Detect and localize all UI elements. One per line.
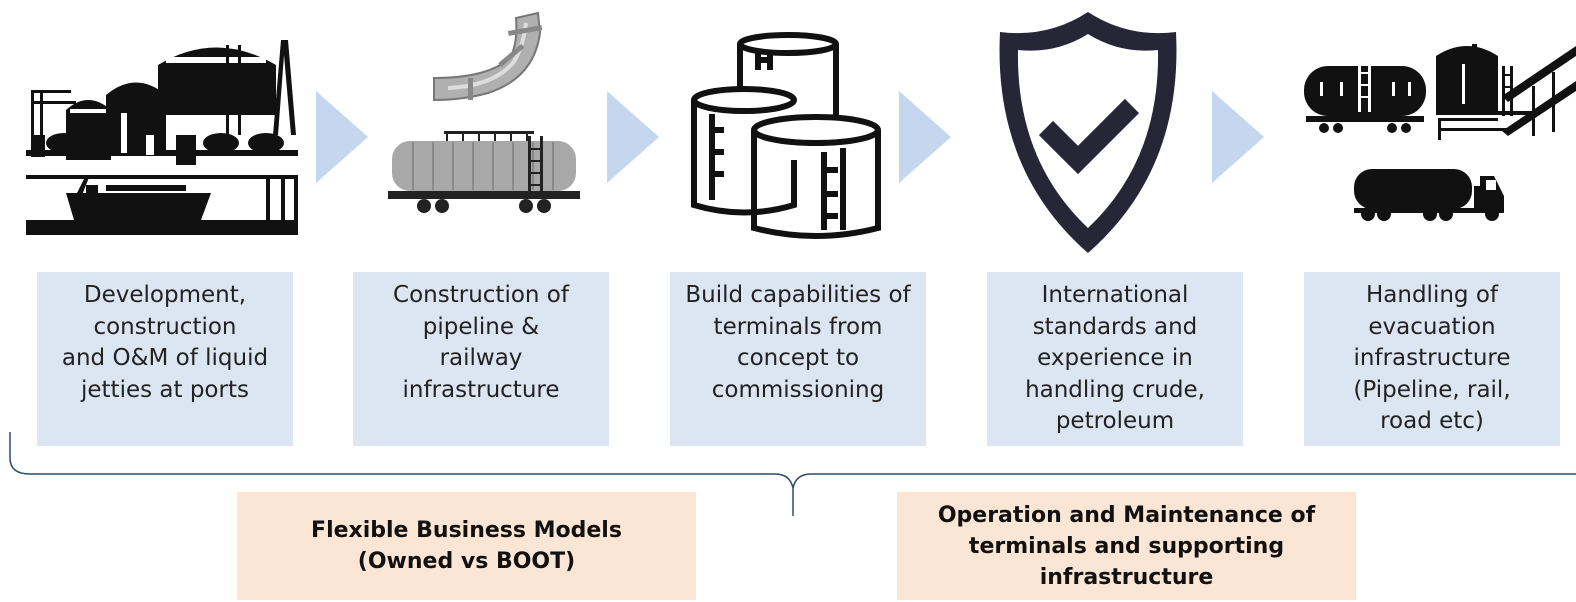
bottom-label-right: Operation and Maintenance of terminals a…	[937, 502, 1316, 590]
bottom-label-left: Flexible Business Models (Owned vs BOOT)	[311, 518, 622, 574]
step-box-4: International standards and experience i…	[987, 272, 1243, 446]
flow-arrow-1	[316, 91, 368, 187]
storage-tanks-icon	[688, 30, 884, 245]
flow-arrow-2	[607, 91, 659, 187]
bottom-box-business-models: Flexible Business Models (Owned vs BOOT)	[237, 492, 696, 600]
step-box-5: Handling of evacuation infrastructure (P…	[1304, 272, 1560, 446]
step-label: International standards and experience i…	[1025, 282, 1205, 434]
flow-arrow-3	[899, 91, 951, 187]
industrial-port-terminal-icon	[26, 35, 298, 235]
step-label: Handling of evacuation infrastructure (P…	[1353, 282, 1511, 434]
step-label: Construction of pipeline & railway infra…	[393, 282, 569, 403]
flow-arrow-4	[1212, 91, 1264, 187]
pipeline-railcar-icon	[388, 8, 580, 218]
step-box-2: Construction of pipeline & railway infra…	[353, 272, 609, 446]
step-label: Development, construction and O&M of liq…	[61, 282, 269, 403]
step-label: Build capabilities of terminals from con…	[685, 282, 911, 403]
shield-check-icon	[998, 10, 1178, 255]
step-box-1: Development, construction and O&M of liq…	[37, 272, 293, 446]
rail-truck-pipeline-icon	[1302, 36, 1576, 222]
bottom-box-operation-maintenance: Operation and Maintenance of terminals a…	[897, 492, 1356, 600]
step-box-3: Build capabilities of terminals from con…	[670, 272, 926, 446]
grouping-brace	[0, 430, 1576, 524]
